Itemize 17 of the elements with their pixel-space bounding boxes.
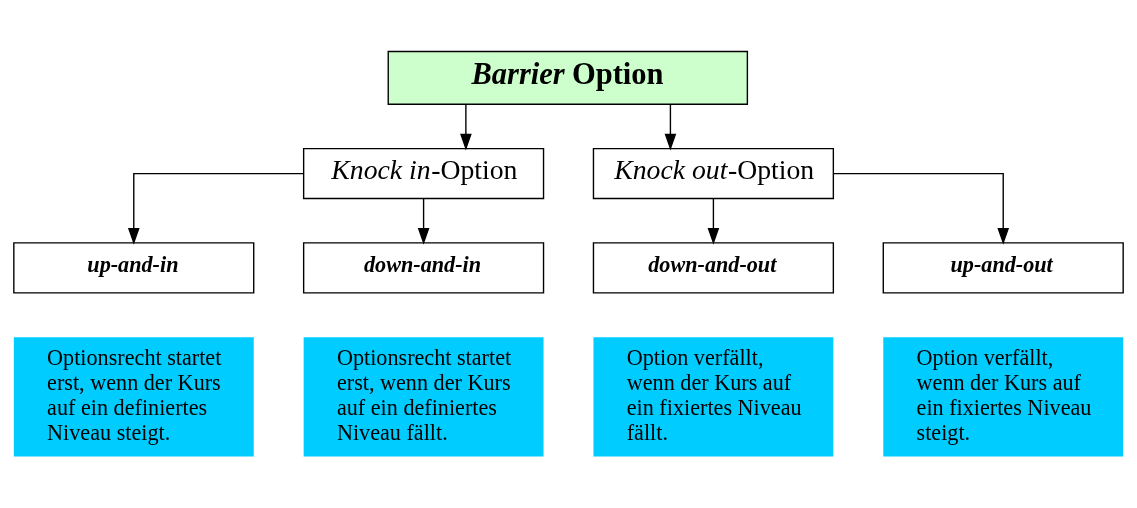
node-box: Optionsrecht startet erst, wenn der Kurs auf ein definiertes Niveau fällt.: [303, 337, 544, 457]
arrow: [832, 172, 1010, 245]
node-box: Option verfällt, wenn der Kurs auf ein fixiertes Niveau fällt.: [593, 337, 834, 457]
node-box: Optionsrecht startet erst, wenn der Kurs auf ein definiertes Niveau steigt.: [13, 337, 254, 457]
node-box: up-and-in: [13, 242, 255, 294]
arrow: [127, 172, 305, 245]
arrow: [417, 198, 430, 245]
arrow: [460, 103, 472, 151]
node-box: down-and-in: [302, 242, 545, 294]
node-box: Knock out-Option: [592, 147, 835, 200]
arrow: [707, 198, 720, 245]
node-box: down-and-out: [592, 242, 835, 294]
node-box: Barrier Option: [387, 50, 749, 105]
node-box: Knock in-Option: [302, 147, 545, 200]
arrow: [664, 103, 677, 151]
node-box: up-and-out: [882, 242, 1124, 294]
node-box: Option verfällt, wenn der Kurs auf ein fixiertes Niveau steigt.: [883, 337, 1124, 457]
